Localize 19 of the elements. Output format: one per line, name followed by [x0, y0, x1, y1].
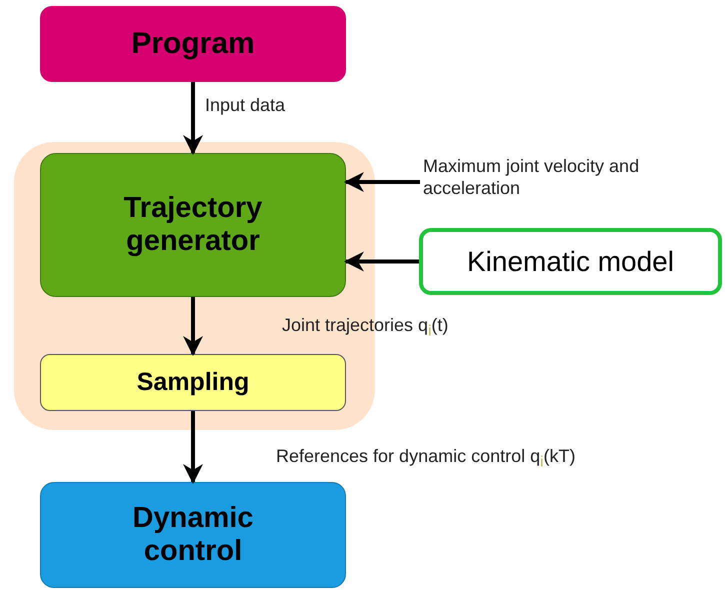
edge-label: Joint trajectories q$_{i}$(t): [282, 315, 448, 341]
node-label: Dynamic control: [132, 502, 254, 568]
edge-label: Input data: [205, 95, 286, 117]
process-box: [40, 354, 346, 411]
process-box: [40, 6, 346, 82]
input-box: [419, 228, 722, 295]
process-box: [40, 153, 346, 297]
arrow: [183, 411, 203, 484]
edge-label: References for dynamic control q$_{i}$(kT): [276, 446, 576, 472]
arrow: [183, 82, 203, 155]
node-label: Program: [131, 27, 255, 61]
node-label: Kinematic model: [467, 246, 674, 278]
arrow: [183, 297, 203, 356]
process-box: [40, 482, 346, 588]
arrow: [344, 252, 419, 272]
edge-label: Maximum joint velocity and acceleration: [423, 156, 640, 200]
node-label: Sampling: [136, 368, 250, 397]
node-label: Trajectory generator: [122, 192, 264, 258]
arrow: [344, 172, 420, 192]
